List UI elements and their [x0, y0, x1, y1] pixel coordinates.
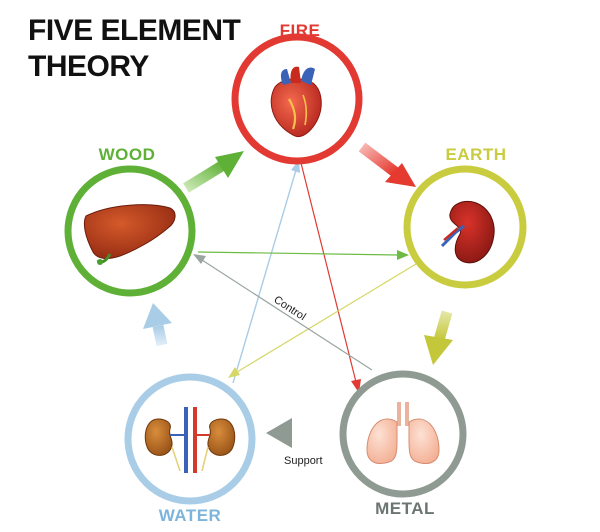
control-line-metal-wood — [201, 259, 373, 371]
support-arrow-fire-earth — [358, 142, 399, 177]
element-water — [124, 373, 256, 505]
support-arrow-wood-fire — [183, 159, 228, 193]
control-line-fire-metal — [300, 162, 357, 383]
kidneys-icon — [144, 407, 236, 473]
title-line-1: FIVE ELEMENT — [28, 14, 241, 47]
arrowhead-icon — [228, 367, 240, 378]
arrowhead-icon — [143, 303, 172, 329]
heart-icon — [270, 66, 322, 138]
element-label-metal: METAL — [375, 499, 435, 518]
arrowhead-icon — [385, 163, 416, 187]
element-label-water: WATER — [159, 506, 222, 525]
element-label-earth: EARTH — [445, 145, 506, 164]
arrowhead-icon — [193, 254, 206, 264]
arrowhead-icon — [266, 418, 292, 448]
element-metal — [339, 370, 467, 498]
support-arrow-water-wood — [152, 324, 168, 347]
control-line-water-fire — [232, 169, 297, 384]
element-label-fire: FIRE — [280, 21, 321, 40]
lungs-icon — [366, 402, 440, 464]
support-label: Support — [284, 455, 323, 467]
spleen-icon — [440, 200, 495, 264]
control-lines — [193, 160, 417, 393]
control-line-earth-water — [236, 263, 417, 373]
control-line-wood-earth — [197, 251, 400, 256]
support-arrows — [143, 142, 453, 448]
arrowhead-icon — [397, 250, 409, 260]
title-line-2: THEORY — [28, 50, 149, 83]
liver-icon — [83, 204, 176, 265]
arrowhead-icon — [215, 151, 244, 178]
support-arrow-earth-metal — [433, 310, 453, 342]
element-label-wood: WOOD — [99, 145, 156, 164]
arrowhead-icon — [424, 335, 453, 365]
